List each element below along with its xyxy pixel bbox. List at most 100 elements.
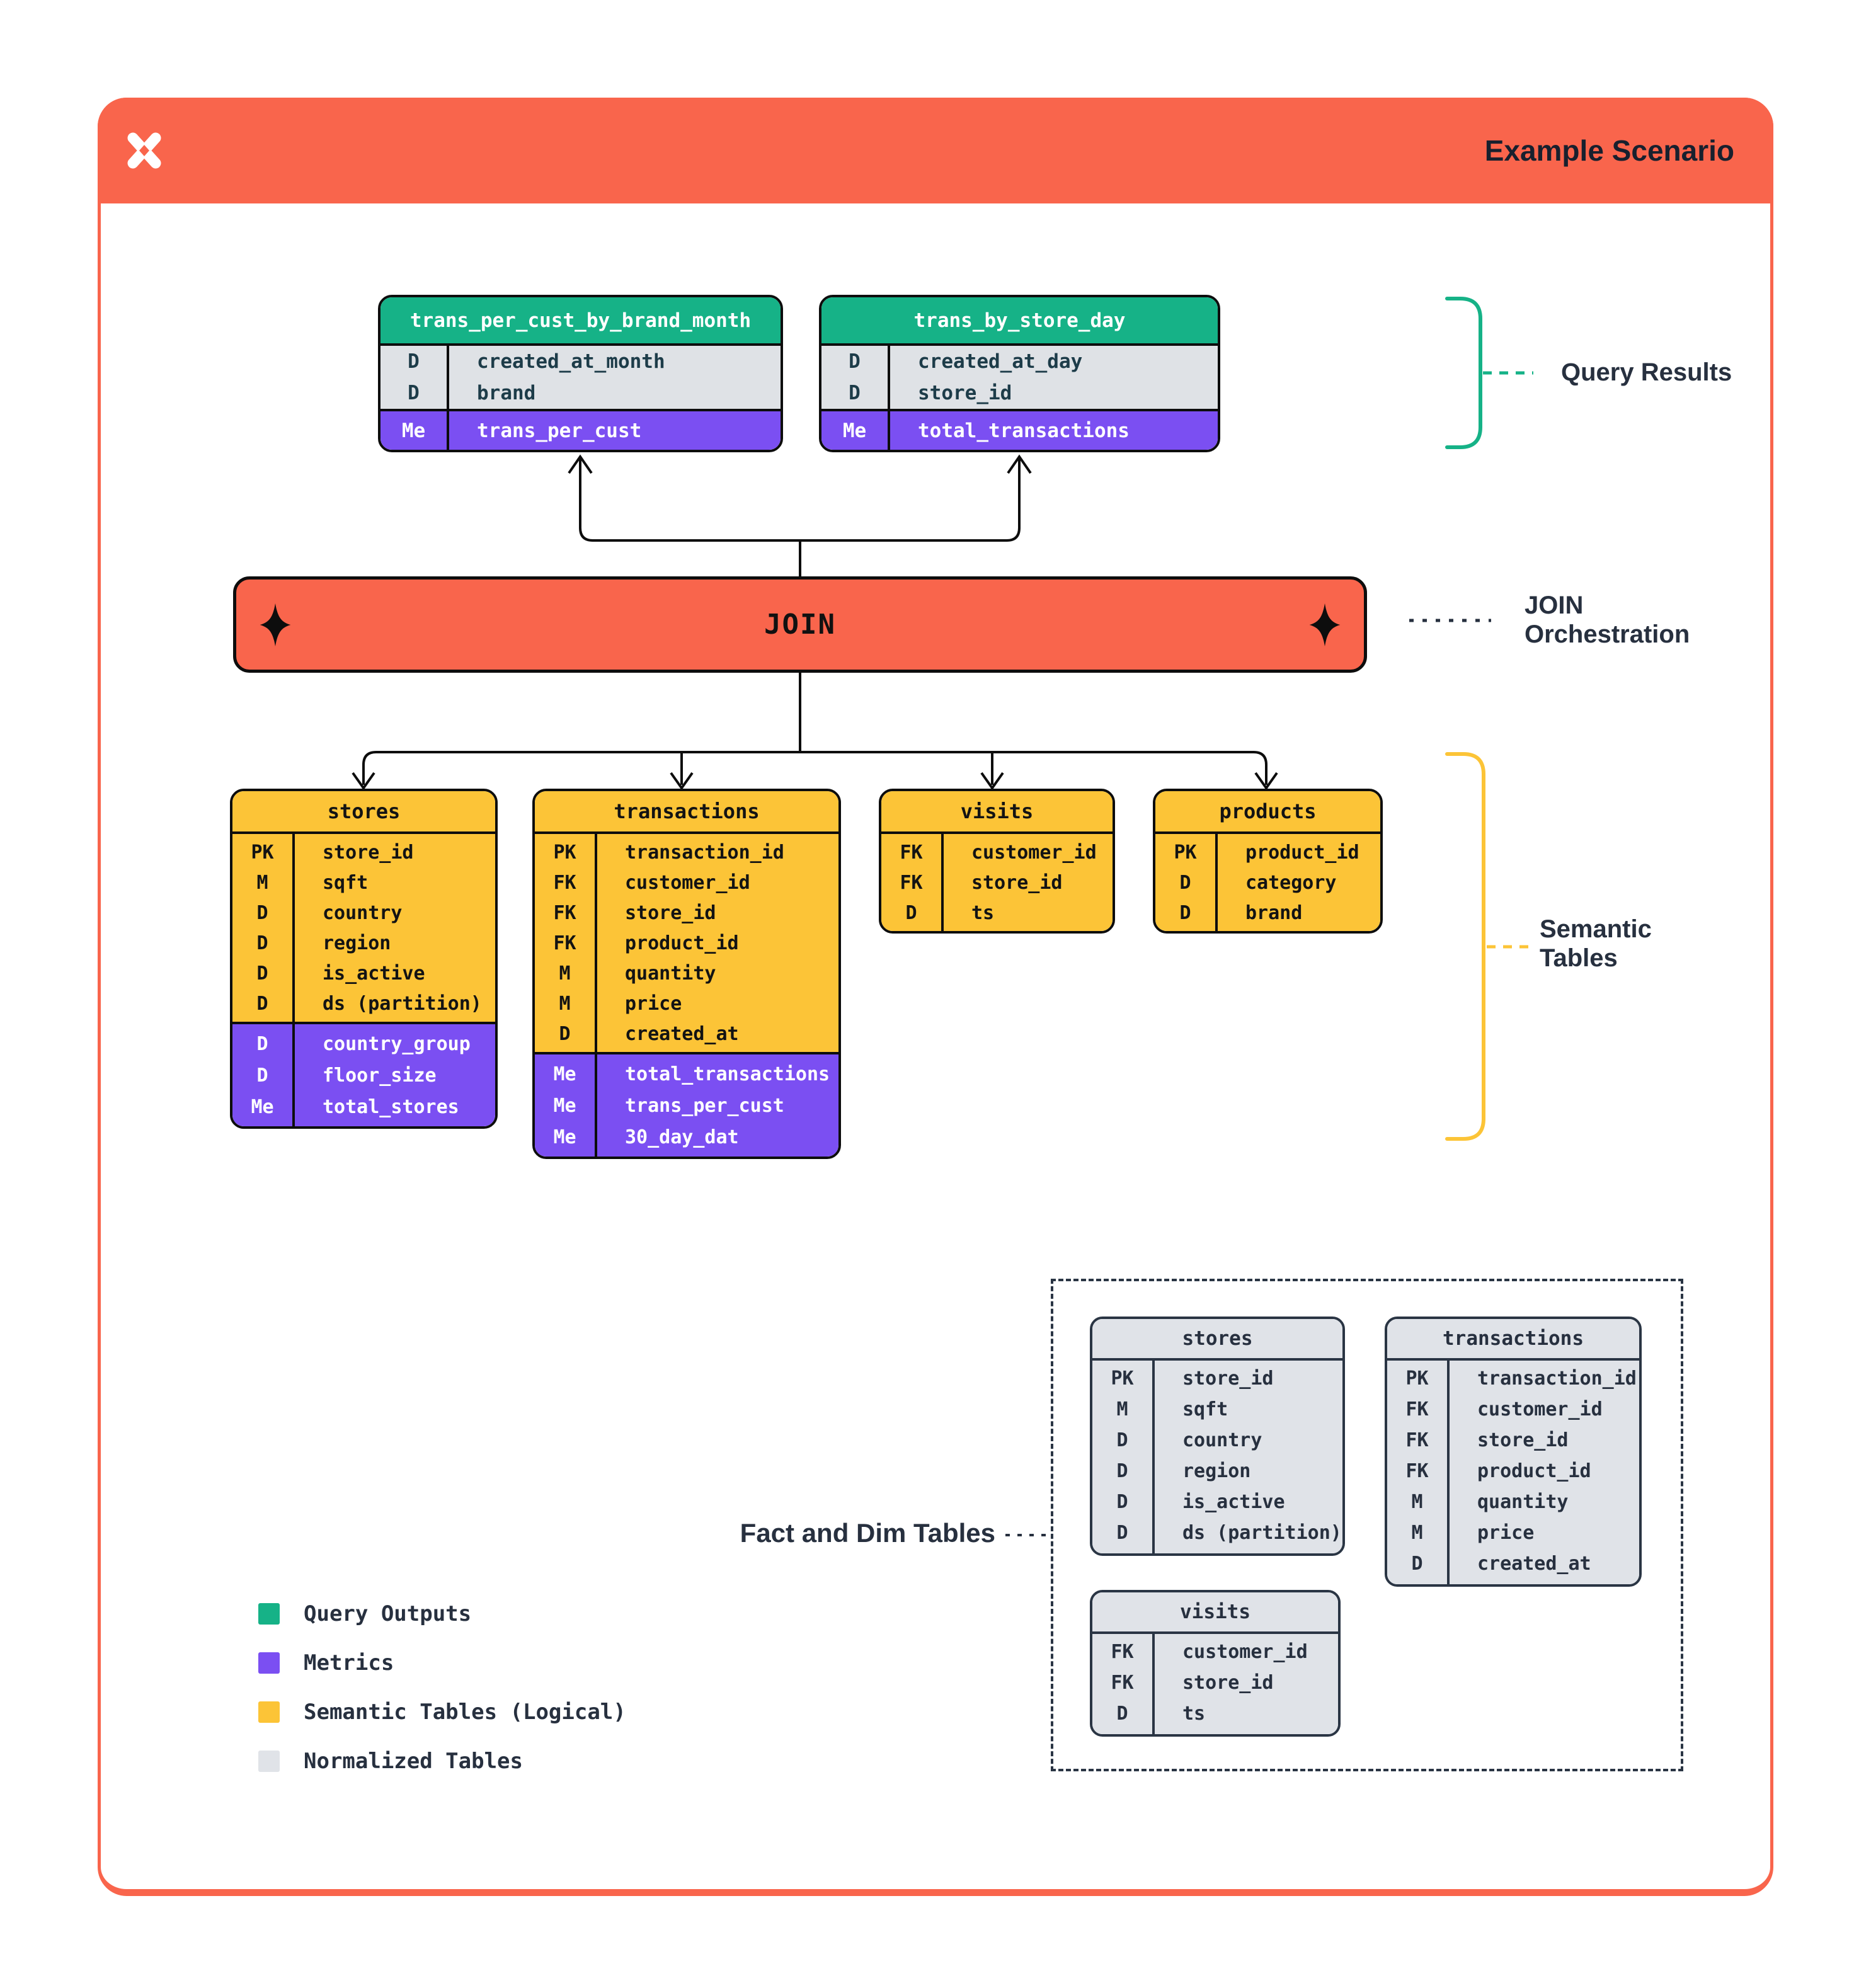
row-value: store_id [971,871,1063,894]
row-key: FK [1405,1460,1429,1482]
row-value: customer_id [1182,1641,1308,1663]
row-value: ds (partition) [323,992,482,1015]
row-value: 30_day_dat [625,1126,739,1148]
table-row: Me total_transactions [535,1058,838,1090]
table-title: transactions [1387,1319,1639,1358]
join-label: JOIN [764,608,836,641]
row-key: D [408,350,420,373]
semantic-tables-label: Semantic Tables [1540,915,1652,972]
row-key: FK [900,841,923,864]
row-key: D [905,901,917,924]
row-key: D [559,1022,571,1045]
query-results-label: Query Results [1561,358,1732,386]
legend-label: Query Outputs [304,1601,472,1626]
table-title: visits [1092,1592,1338,1631]
row-value: total_transactions [918,419,1130,442]
row-key: PK [553,841,576,864]
row-key: D [1116,1522,1128,1544]
row-key: D [256,962,268,985]
row-key: M [1411,1491,1423,1513]
legend-swatch-purple [258,1652,280,1674]
row-value: trans_per_cust [477,419,642,442]
table-title: stores [232,791,495,831]
row-key: FK [1405,1398,1429,1420]
metric-rows: Me trans_per_cust [380,409,781,450]
row-value: store_id [1477,1429,1569,1451]
row-value: floor_size [323,1064,437,1087]
row-value: brand [1245,901,1303,924]
row-key: D [256,1032,268,1055]
row-value: country [1182,1429,1262,1451]
row-value: sqft [323,871,369,894]
row-key: D [256,992,268,1015]
row-value: brand [477,382,536,404]
row-value: transaction_id [625,841,784,864]
row-value: product_id [1245,841,1359,864]
row-key: M [1116,1398,1128,1420]
row-key: FK [1111,1672,1134,1694]
row-value: quantity [625,962,716,985]
row-key: PK [1405,1368,1429,1390]
row-value: ts [1182,1703,1206,1725]
row-key: FK [553,871,576,894]
row-value: sqft [1182,1398,1228,1420]
table-title: trans_per_cust_by_brand_month [380,297,781,343]
row-value: region [323,932,391,954]
fact-and-dim-tables-label: Fact and Dim Tables [740,1518,995,1548]
row-value: price [625,992,682,1015]
row-value: customer_id [971,841,1097,864]
row-value: category [1245,871,1337,894]
row-value: price [1477,1522,1535,1544]
row-key: D [849,382,861,404]
row-key: PK [1111,1368,1134,1390]
row-value: total_transactions [625,1063,830,1085]
row-value: created_at [1477,1553,1591,1575]
table-title: visits [881,791,1113,831]
row-value: ts [971,901,995,924]
row-key: M [256,871,268,894]
row-key: D [408,382,420,404]
fact-dim-tables-box [1051,1279,1683,1771]
row-value: store_id [1182,1368,1274,1390]
row-key: Me [553,1063,576,1085]
dremio-logo-icon [127,132,161,169]
row-value: created_at [625,1022,739,1045]
table-title: trans_by_store_day [821,297,1218,343]
row-key: D [1411,1553,1423,1575]
row-key: Me [401,419,426,442]
row-key: D [1116,1429,1128,1451]
legend-item: Semantic Tables (Logical) [258,1700,626,1725]
row-value: country [323,901,403,924]
row-value: store_id [918,382,1012,404]
